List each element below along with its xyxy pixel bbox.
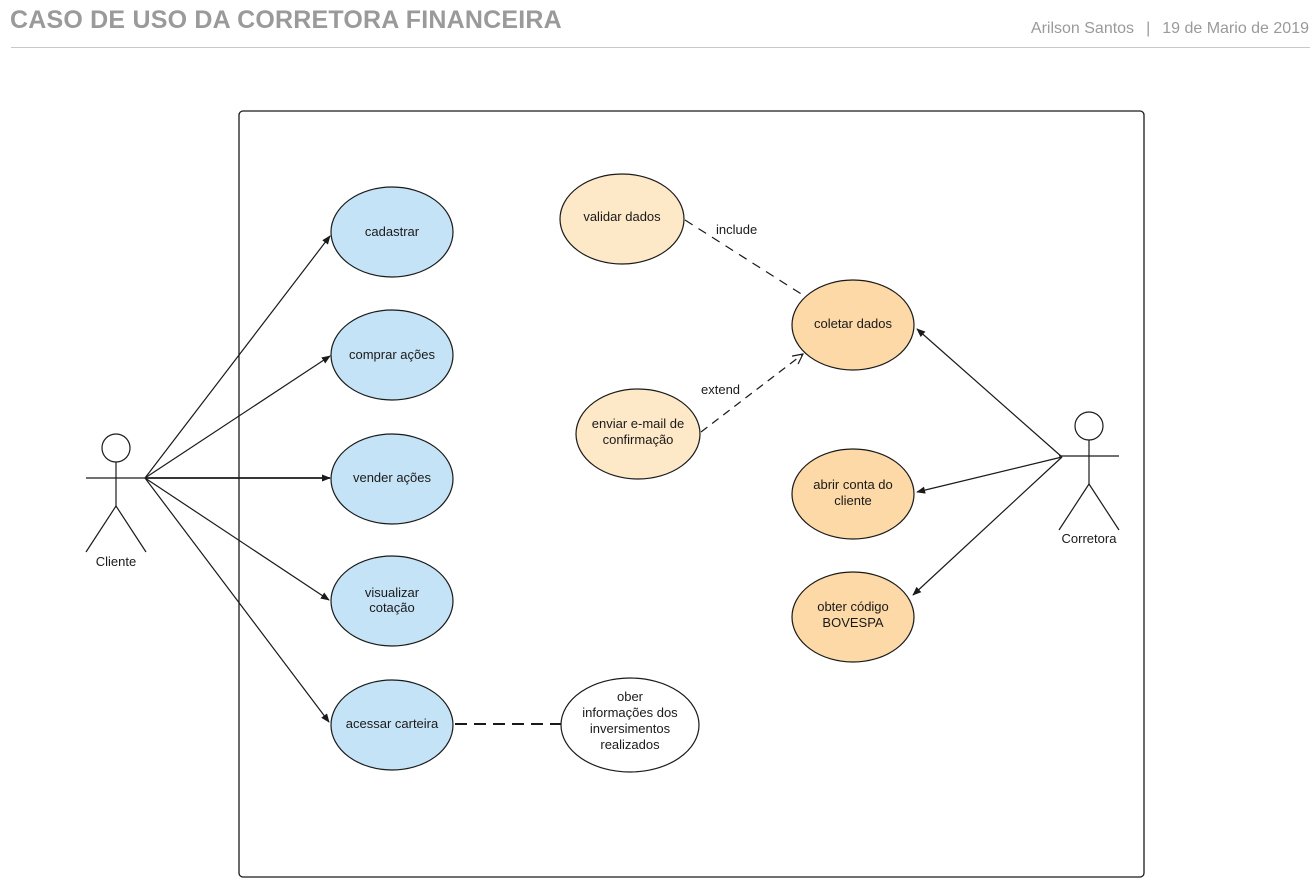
use-case-acessar-carteira[interactable] [330,679,454,771]
use-case-comprar-acoes[interactable] [330,309,454,401]
use-case-coletar-dados-label: coletar dados [814,316,893,331]
use-case-enviar-email[interactable] [575,388,701,480]
association-acessar [144,477,330,723]
use-case-abrir-conta[interactable] [791,448,915,540]
actor-cliente-label: Cliente [96,554,136,569]
association-coletar [916,328,1063,458]
association-obter [912,456,1063,596]
cliente-associations [144,235,331,723]
include-label: include [716,222,757,237]
use-case-vender-acoes[interactable] [330,433,454,525]
actor-cliente-right-leg [115,505,147,553]
use-case-visualizar-cotacao[interactable] [330,555,454,647]
use-case-coletar-dados[interactable] [791,279,915,371]
actor-cliente-head [101,433,131,463]
association-abrir [916,456,1063,494]
use-case-acessar-carteira-label: acessar carteira [346,716,439,731]
actor-cliente[interactable] [85,433,147,553]
use-case-validar-dados-label: validar dados [583,209,661,224]
association-cadastrar [144,235,331,479]
header-separator: | [1146,20,1151,37]
use-case-cadastrar-label: cadastrar [365,224,420,239]
actor-corretora-label: Corretora [1062,531,1118,546]
association-visualizar [144,477,330,601]
header-divider [11,47,1310,48]
diagram-date: 19 de Mario de 2019 [1162,20,1309,37]
actor-corretora-head [1074,411,1104,441]
corretora-associations [912,328,1063,596]
system-boundary [238,110,1145,878]
extend-label: extend [701,382,740,397]
header-meta: Arilson Santos | 19 de Mario de 2019 [1031,20,1309,38]
actor-corretora[interactable] [1058,411,1120,531]
include-connector [684,219,807,298]
use-case-vender-acoes-label: vender ações [353,470,432,485]
use-case-obter-informacoes[interactable] [560,677,700,773]
actor-corretora-left-leg [1058,483,1090,531]
author-name: Arilson Santos [1030,20,1135,37]
use-case-obter-codigo[interactable] [791,571,915,663]
actor-corretora-right-leg [1088,483,1120,531]
extend-connector [700,354,803,433]
actor-cliente-left-leg [85,505,117,553]
use-case-validar-dados[interactable] [559,173,685,265]
page-title: CASO DE USO DA CORRETORA FINANCEIRA [10,6,562,34]
use-case-cadastrar[interactable] [330,186,454,278]
use-case-comprar-acoes-label: comprar ações [349,347,435,362]
association-comprar [144,355,331,479]
